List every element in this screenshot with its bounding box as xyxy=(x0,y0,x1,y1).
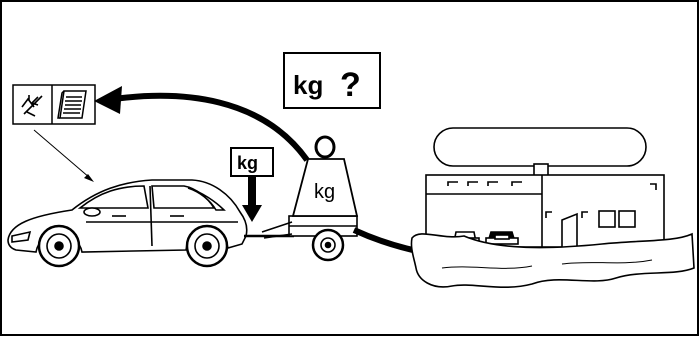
manual-icons-box xyxy=(12,84,96,125)
callout-unit: kg xyxy=(293,70,323,100)
weight-label: kg xyxy=(314,181,335,203)
car xyxy=(7,179,294,268)
ground-base xyxy=(410,232,695,289)
trailer xyxy=(261,215,358,262)
callout-question-mark: ? xyxy=(340,66,361,104)
pointer-arrow xyxy=(33,129,94,182)
curved-arrow-to-manual xyxy=(94,86,310,162)
tow-load-indicator: kg xyxy=(230,147,274,222)
weight-block: kg xyxy=(291,135,359,217)
weigh-station xyxy=(425,127,665,254)
weight-question-callout: kg ? xyxy=(283,52,381,109)
owner-manual-icon xyxy=(57,90,87,119)
tow-load-label: kg xyxy=(237,153,258,173)
warning-book-icon xyxy=(21,95,43,117)
